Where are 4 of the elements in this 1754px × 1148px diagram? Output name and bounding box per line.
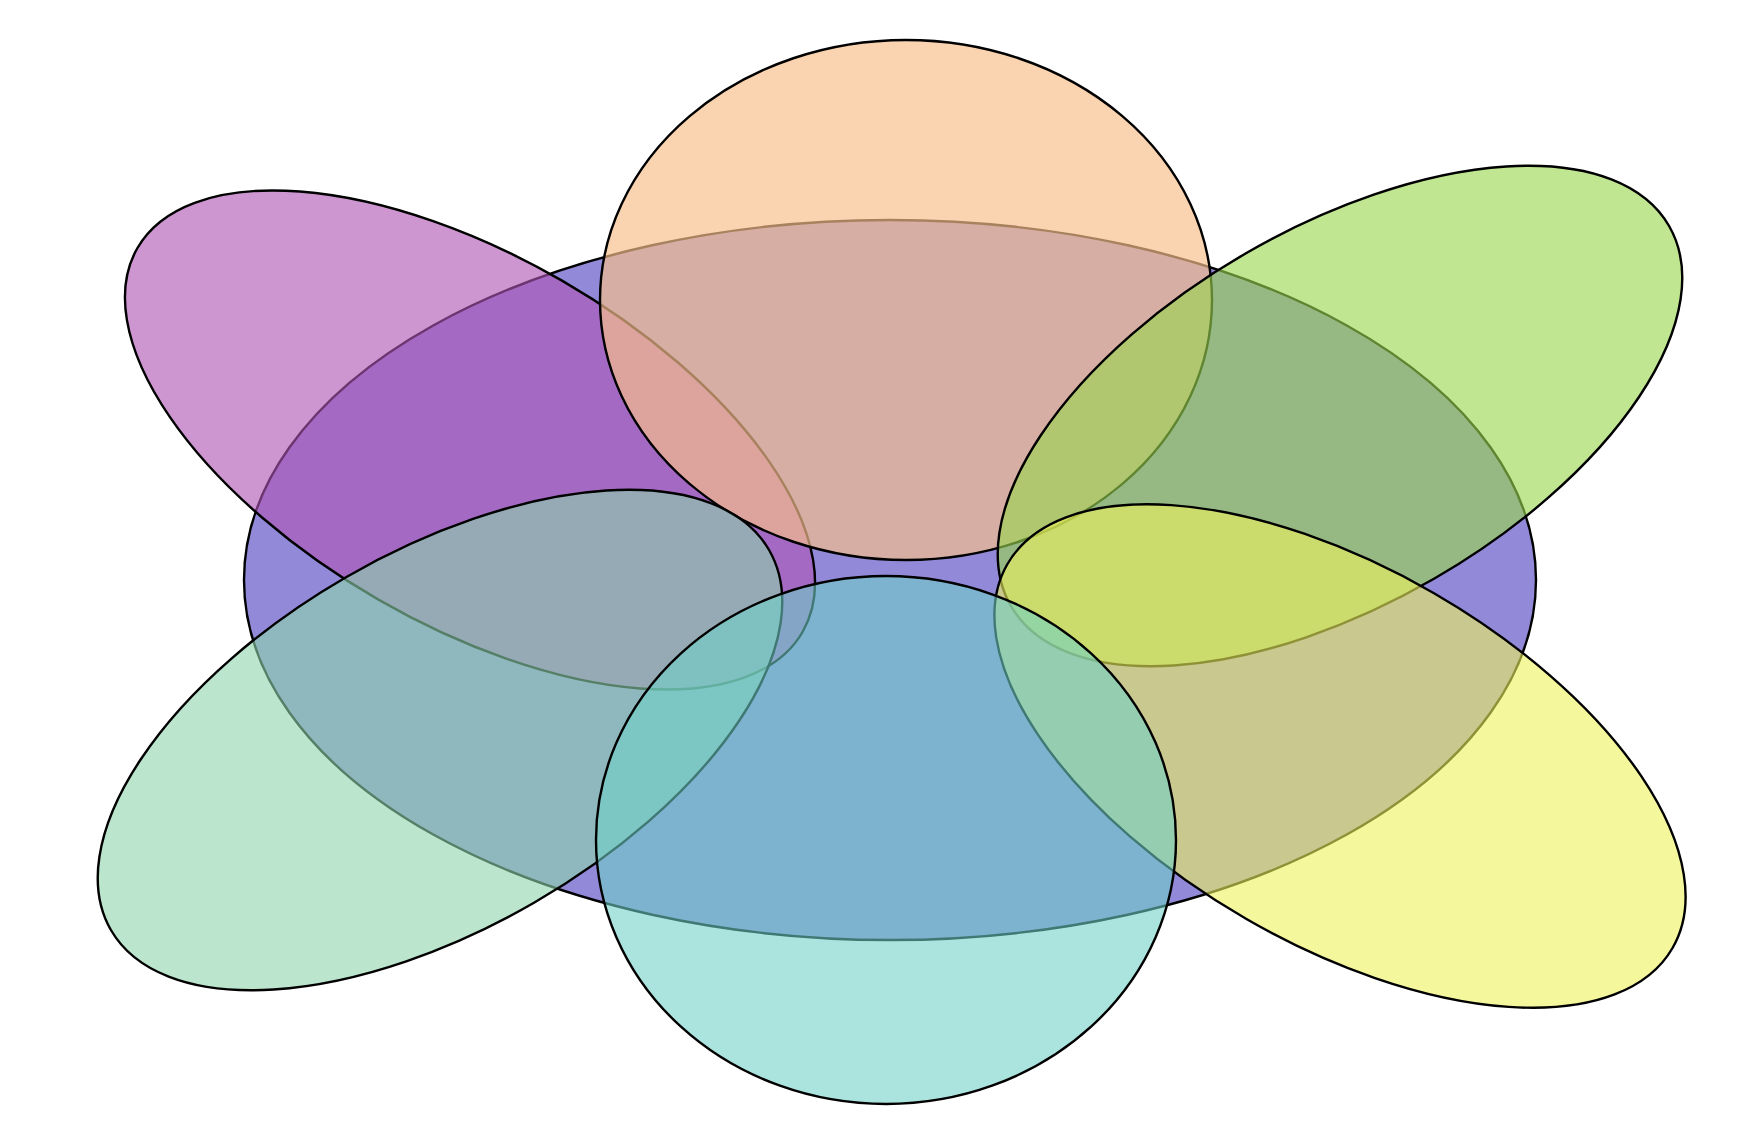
venn-ellipse xyxy=(96,488,784,992)
venn-ellipse xyxy=(598,38,1214,562)
venn-ellipse xyxy=(594,574,1178,1106)
venn-ellipse xyxy=(993,503,1687,1009)
